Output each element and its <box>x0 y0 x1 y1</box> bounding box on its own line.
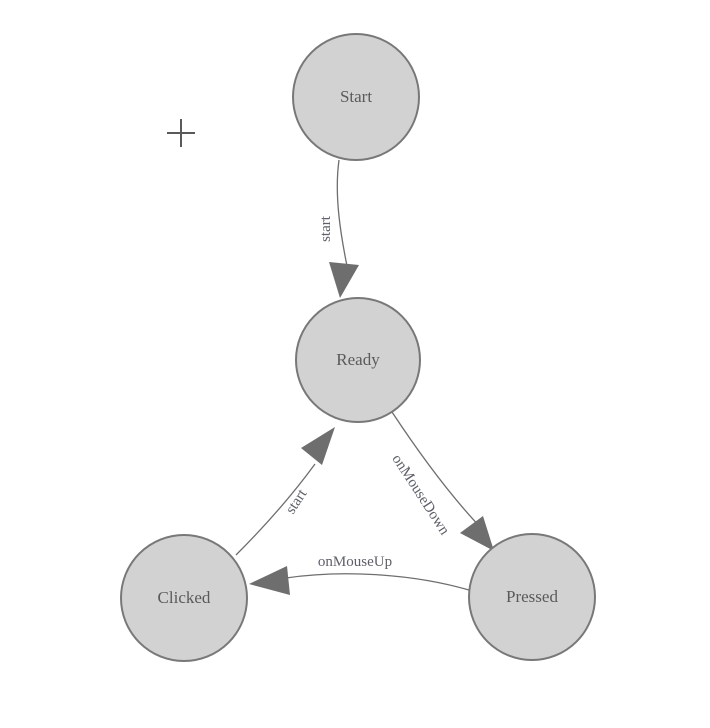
node-pressed-label: Pressed <box>506 587 558 606</box>
edge-start-to-ready-path <box>336 159 348 267</box>
edge-ready-to-pressed-path <box>391 411 485 532</box>
edge-pressed-to-clicked-path <box>285 573 470 591</box>
edge-start-to-ready-arrowhead <box>329 262 359 298</box>
edge-start-to-ready[interactable]: start <box>318 159 359 298</box>
edge-clicked-to-ready-path <box>235 463 316 556</box>
node-pressed-circle[interactable] <box>468 533 596 661</box>
node-start-label: Start <box>340 87 372 106</box>
edge-ready-to-pressed-arrowhead <box>460 516 494 551</box>
node-ready-circle[interactable] <box>295 297 421 423</box>
node-clicked[interactable]: Clicked <box>120 534 248 662</box>
edge-label-ready-to-pressed: onMouseDown <box>388 452 452 539</box>
edge-label-clicked-to-ready: start <box>283 486 311 517</box>
node-start[interactable]: Start <box>292 33 420 161</box>
edge-label-pressed-to-clicked: onMouseUp <box>318 554 392 570</box>
node-pressed[interactable]: Pressed <box>468 533 596 661</box>
node-ready-label: Ready <box>336 350 380 369</box>
edge-clicked-to-ready[interactable]: start <box>235 427 335 556</box>
edge-label-start-to-ready: start <box>318 215 334 242</box>
edge-ready-to-pressed[interactable]: onMouseDown <box>388 411 494 551</box>
edge-pressed-to-clicked-arrowhead <box>249 566 290 595</box>
edge-clicked-to-ready-arrowhead <box>301 427 335 465</box>
node-clicked-label: Clicked <box>158 588 211 607</box>
edge-pressed-to-clicked[interactable]: onMouseUp <box>249 554 470 595</box>
node-ready[interactable]: Ready <box>295 297 421 423</box>
node-clicked-circle[interactable] <box>120 534 248 662</box>
node-start-circle[interactable] <box>292 33 420 161</box>
crosshair-icon <box>167 119 195 147</box>
